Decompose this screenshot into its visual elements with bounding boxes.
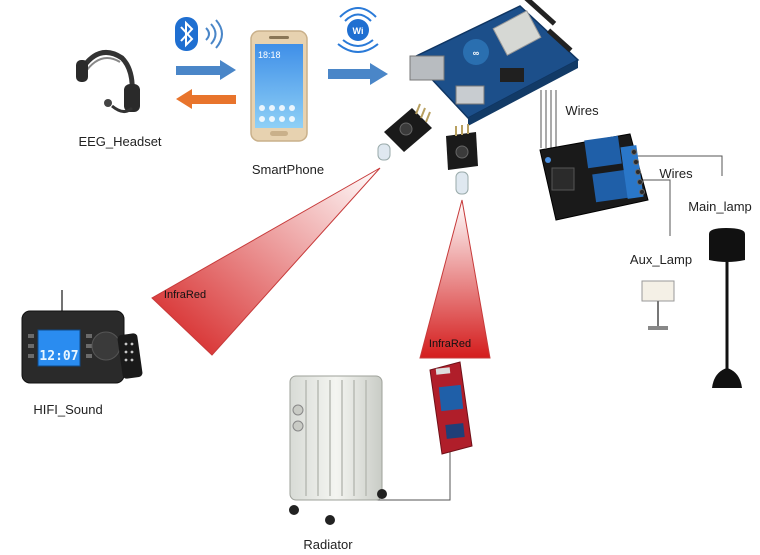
ir-sensor-right [446, 124, 478, 195]
arrow-phone-to-headset [176, 89, 236, 109]
svg-text:∞: ∞ [473, 48, 480, 58]
infrared-beam-left [151, 167, 381, 356]
label-wires-top: Wires [565, 103, 599, 118]
svg-text:Wi: Wi [353, 26, 364, 36]
label-main-lamp: Main_lamp [688, 199, 752, 214]
hifi-image [21, 290, 143, 384]
ir-sensor-left [377, 103, 432, 161]
arrow-phone-to-arduino [328, 63, 388, 85]
label-infrared-right: InfraRed [429, 338, 471, 350]
relay-module-image [429, 361, 473, 455]
label-infrared-left: InfraRed [164, 289, 206, 301]
aux-lamp-image [641, 280, 675, 330]
label-eeg-headset: EEG_Headset [78, 134, 161, 149]
phone-clock: 18:18 [258, 50, 281, 60]
smartphone-image [250, 30, 308, 142]
eeg-headset-image [76, 49, 140, 113]
label-hifi-sound: HIFI_Sound [33, 402, 102, 417]
bluetooth-icon [175, 17, 223, 51]
label-aux-lamp: Aux_Lamp [630, 252, 692, 267]
wifi-icon: Wi [337, 7, 379, 53]
arduino-board-image: ∞ [409, 0, 580, 126]
relay-board-image [539, 133, 649, 221]
main-lamp-image [709, 228, 745, 388]
label-wires-right: Wires [659, 166, 693, 181]
radiator-image [289, 375, 387, 525]
infrared-beam-right [419, 199, 491, 359]
hifi-display-time: 12:07 [39, 349, 78, 364]
label-radiator: Radiator [303, 537, 353, 552]
label-smartphone: SmartPhone [252, 162, 324, 177]
arrow-headset-to-phone [176, 60, 236, 80]
